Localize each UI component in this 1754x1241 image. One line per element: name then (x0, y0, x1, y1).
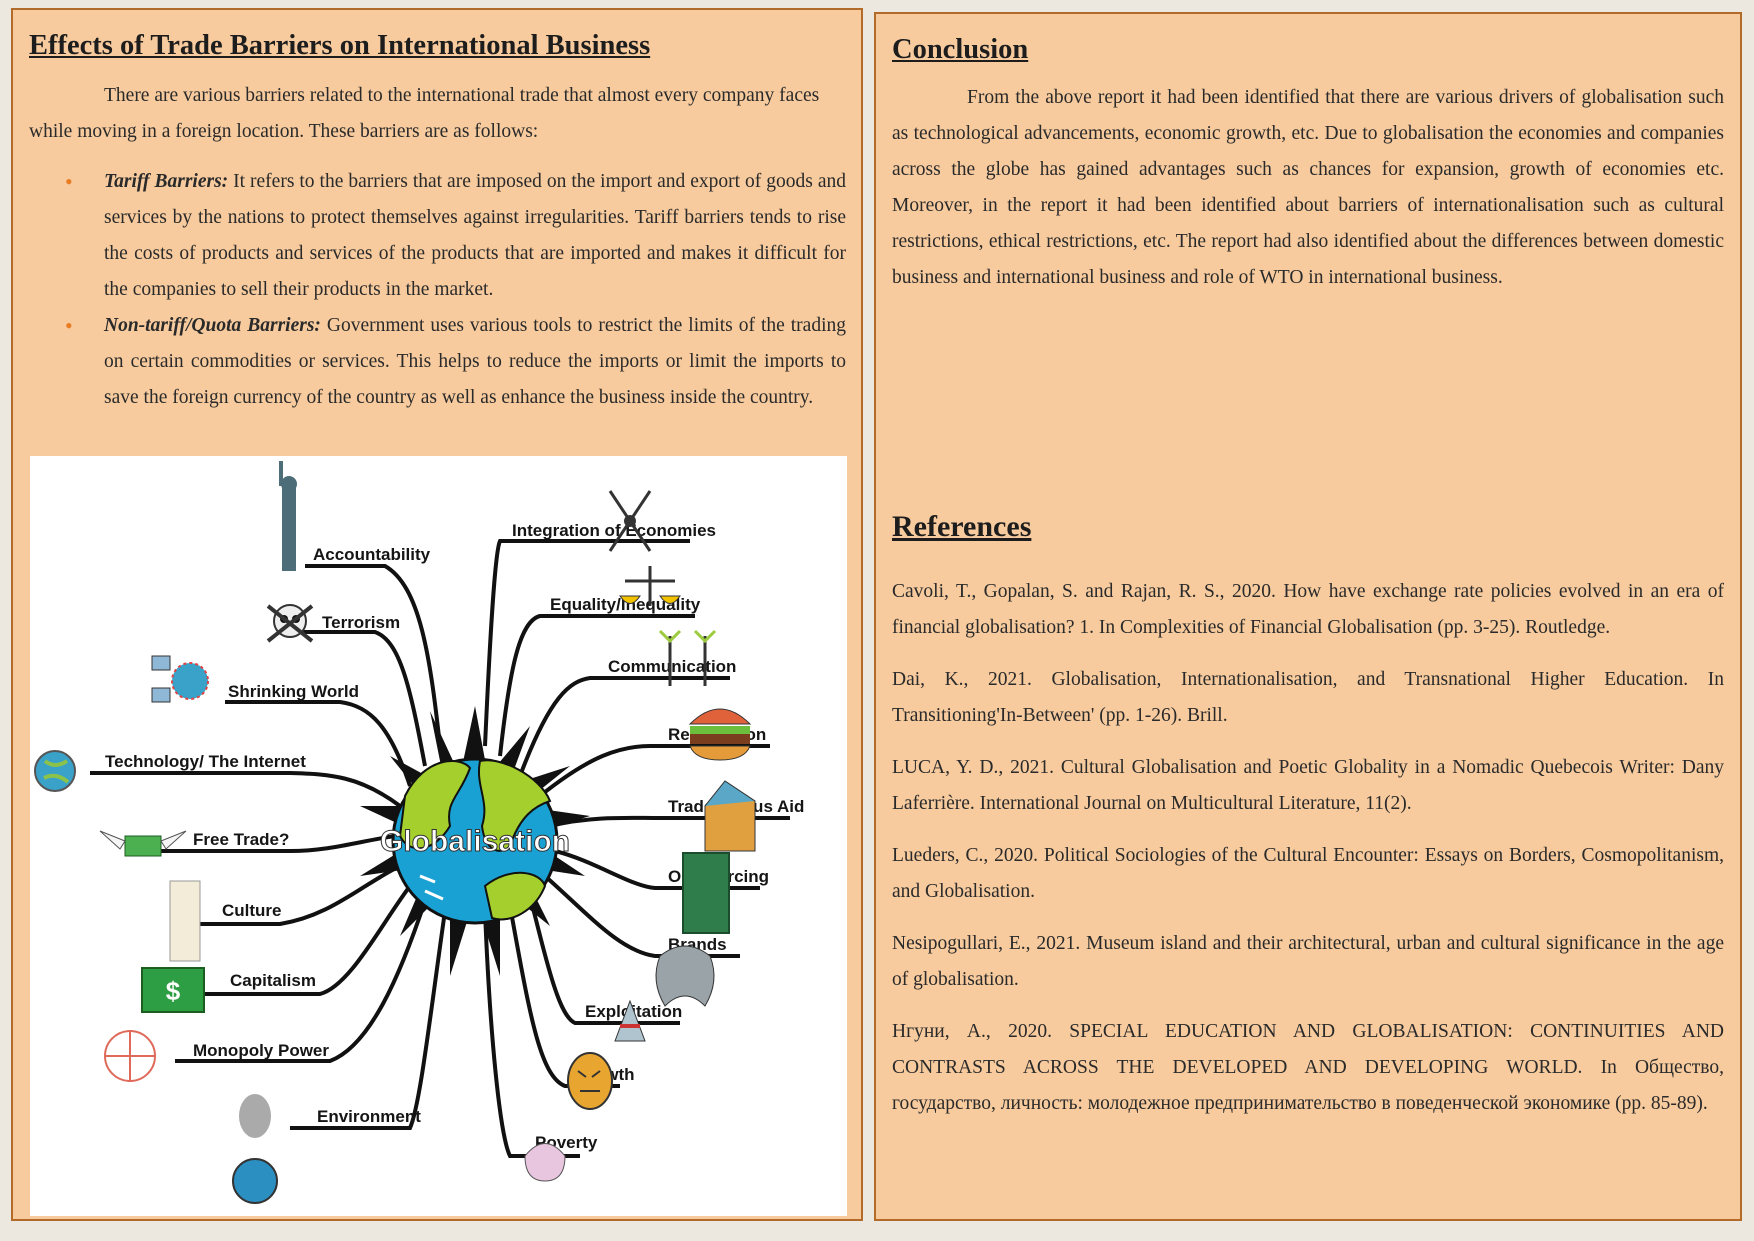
list-item-text: It refers to the barriers that are impos… (104, 171, 846, 300)
circuit-board-icon (682, 852, 730, 934)
statue-of-liberty-icon (279, 461, 297, 571)
reference-entry: Lueders, C., 2020. Political Sociologies… (892, 845, 1724, 902)
mindmap-label-integration: Integration of Economies (512, 521, 716, 540)
reference-entry: Нгуни, А., 2020. SPECIAL EDUCATION AND G… (892, 1021, 1724, 1114)
mindmap-label-culture: Culture (222, 901, 282, 920)
mindmap-label-communication: Communication (608, 657, 736, 676)
shark-icon (614, 999, 646, 1042)
mindmap-left-labels: Accountability Terrorism Shrinking World… (105, 545, 431, 1126)
left-page-panel: Effects of Trade Barriers on Internation… (11, 8, 863, 1221)
burger-icon (688, 708, 752, 761)
globe-network-icon (34, 750, 76, 792)
list-item-text: Government uses various tools to restric… (104, 315, 846, 408)
mindmap-label-monopoly-power: Monopoly Power (193, 1041, 329, 1060)
compass-icon (608, 490, 652, 552)
mindmap-label-technology: Technology/ The Internet (105, 752, 306, 771)
intro-paragraph: There are various barriers related to th… (29, 85, 820, 142)
scroll-icon (169, 880, 201, 962)
mindmap-label-free-trade: Free Trade? (193, 830, 289, 849)
list-item-term: Non-tariff/Quota Barriers: (104, 315, 321, 336)
bullet-icon: • (65, 169, 73, 194)
mindmap-label-capitalism: Capitalism (230, 971, 316, 990)
globe-people-icon (104, 1030, 156, 1082)
rice-bowl-icon (524, 1143, 566, 1182)
scales-icon (619, 566, 681, 606)
mindmap-center-label: Globalisation (380, 825, 570, 858)
polluted-earth-icon (232, 1094, 278, 1204)
warehouse-icon (704, 780, 756, 852)
tiger-icon (567, 1052, 613, 1110)
mindmap-label-shrinking-world: Shrinking World (228, 682, 359, 701)
reference-entry: Dai, K., 2021. Globalisation, Internatio… (892, 669, 1724, 726)
mindmap-label-terrorism: Terrorism (322, 613, 400, 632)
section-title-trade-barriers: Effects of Trade Barriers on Internation… (29, 30, 651, 61)
gamepad-icon (655, 945, 715, 1007)
dollar-bill-icon: $ (141, 967, 205, 1013)
right-page-panel: Conclusion From the above report it had … (874, 12, 1742, 1221)
svg-text:$: $ (166, 976, 181, 1006)
globalisation-mindmap-image: Globalisation Accountability Terrorism S… (30, 456, 847, 1216)
list-item-term: Tariff Barriers: (104, 171, 229, 192)
section-title-references: References (892, 510, 1032, 543)
barriers-list: • Tariff Barriers: It refers to the barr… (29, 164, 861, 416)
mindmap-label-accountability: Accountability (313, 545, 431, 564)
bullet-icon: • (65, 313, 73, 338)
reference-entry: Nesipogullari, E., 2021. Museum island a… (892, 933, 1724, 990)
mindmap-label-environment: Environment (317, 1107, 421, 1126)
computers-globe-icon (151, 655, 209, 703)
section-title-conclusion: Conclusion (892, 34, 1029, 65)
conclusion-paragraph: From the above report it had been identi… (892, 87, 1724, 288)
reference-entry: Cavoli, T., Gopalan, S. and Rajan, R. S.… (892, 581, 1724, 638)
list-item: • Tariff Barriers: It refers to the barr… (29, 164, 861, 308)
list-item: • Non-tariff/Quota Barriers: Government … (29, 308, 861, 416)
references-list: Cavoli, T., Gopalan, S. and Rajan, R. S.… (892, 574, 1724, 1138)
globe-icon (391, 757, 559, 925)
antennas-icon (658, 629, 717, 686)
skull-icon (266, 604, 314, 643)
winged-money-icon (99, 830, 187, 857)
reference-entry: LUCA, Y. D., 2021. Cultural Globalisatio… (892, 757, 1724, 814)
